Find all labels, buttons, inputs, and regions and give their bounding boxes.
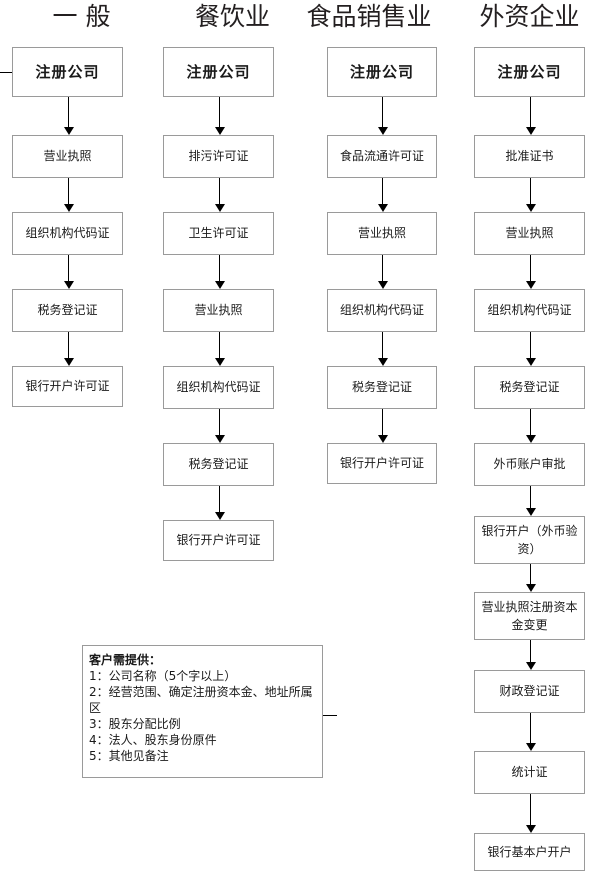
arrowhead-4-5 (526, 435, 536, 443)
notes-line-4: 4：法人、股东身份原件 (89, 733, 217, 747)
arrowhead-3-4 (378, 358, 388, 366)
arrowhead-1-4 (64, 358, 74, 366)
notes-line-5: 5：其他见备注 (89, 749, 169, 763)
arrowhead-3-3 (378, 281, 388, 289)
node-2-4[interactable]: 营业执照 (163, 289, 274, 332)
notes-line-1: 1：公司名称（5个字以上） (89, 669, 237, 683)
arrowhead-3-5 (378, 435, 388, 443)
column-heading-4: 外资企业 (479, 2, 580, 31)
connector-2-1 (219, 97, 220, 129)
arrowhead-1-1 (64, 127, 74, 135)
connector-4-4 (530, 332, 531, 360)
connector-3-3 (382, 255, 383, 283)
connector-2-6 (219, 486, 220, 514)
arrowhead-4-8 (526, 662, 536, 670)
connector-1-2 (68, 178, 69, 206)
node-3-1[interactable]: 注册公司 (327, 47, 437, 97)
node-1-5[interactable]: 银行开户许可证 (12, 366, 123, 407)
connector-4-5 (530, 409, 531, 437)
connector-2-3 (219, 255, 220, 283)
arrowhead-4-6 (526, 508, 536, 516)
connector-3-2 (382, 178, 383, 206)
notes-title: 客户需提供： (89, 653, 162, 667)
node-2-7[interactable]: 银行开户许可证 (163, 520, 274, 561)
connector-4-1 (530, 97, 531, 129)
node-4-6[interactable]: 外币账户审批 (474, 443, 585, 486)
node-4-9[interactable]: 财政登记证 (474, 670, 585, 713)
node-3-6[interactable]: 银行开户许可证 (327, 443, 437, 484)
connector-1-4 (68, 332, 69, 360)
node-3-5[interactable]: 税务登记证 (327, 366, 437, 409)
connector-3-5 (382, 409, 383, 437)
arrowhead-3-1 (378, 127, 388, 135)
node-2-5[interactable]: 组织机构代码证 (163, 366, 274, 409)
arrowhead-4-7 (526, 584, 536, 592)
node-2-1[interactable]: 注册公司 (163, 47, 274, 97)
connector-2-2 (219, 178, 220, 206)
connector-1-1 (68, 97, 69, 129)
node-1-3[interactable]: 组织机构代码证 (12, 212, 123, 255)
node-4-3[interactable]: 营业执照 (474, 212, 585, 255)
node-4-5[interactable]: 税务登记证 (474, 366, 585, 409)
arrowhead-4-10 (526, 825, 536, 833)
arrowhead-2-1 (215, 127, 225, 135)
notes-line-3: 3：股东分配比例 (89, 717, 181, 731)
node-2-3[interactable]: 卫生许可证 (163, 212, 274, 255)
connector-2-4 (219, 332, 220, 360)
node-4-8[interactable]: 营业执照注册资本金变更 (474, 592, 585, 640)
arrowhead-1-3 (64, 281, 74, 289)
connector-3-1 (382, 97, 383, 129)
connector-4-3 (530, 255, 531, 283)
arrowhead-4-1 (526, 127, 536, 135)
notes-line-2: 2：经营范围、确定注册资本金、地址所属区 (89, 685, 313, 715)
arrowhead-2-6 (215, 512, 225, 520)
notes-connector-stub (323, 715, 337, 716)
node-3-2[interactable]: 食品流通许可证 (327, 135, 437, 178)
arrowhead-1-2 (64, 204, 74, 212)
arrowhead-2-2 (215, 204, 225, 212)
node-4-10[interactable]: 统计证 (474, 751, 585, 794)
column-heading-3: 食品销售业 (306, 2, 432, 31)
connector-4-7 (530, 564, 531, 586)
notes-panel: 客户需提供： 1：公司名称（5个字以上） 2：经营范围、确定注册资本金、地址所属区 3… (82, 645, 323, 778)
connector-4-8 (530, 640, 531, 664)
node-4-4[interactable]: 组织机构代码证 (474, 289, 585, 332)
node-1-1[interactable]: 注册公司 (12, 47, 123, 97)
node-4-2[interactable]: 批准证书 (474, 135, 585, 178)
arrowhead-2-5 (215, 435, 225, 443)
entry-connector-stub (0, 72, 12, 73)
arrowhead-4-9 (526, 743, 536, 751)
node-3-4[interactable]: 组织机构代码证 (327, 289, 437, 332)
connector-3-4 (382, 332, 383, 360)
node-1-2[interactable]: 营业执照 (12, 135, 123, 178)
node-1-4[interactable]: 税务登记证 (12, 289, 123, 332)
arrowhead-4-4 (526, 358, 536, 366)
connector-4-10 (530, 794, 531, 827)
connector-1-3 (68, 255, 69, 283)
arrowhead-4-2 (526, 204, 536, 212)
column-heading-2: 餐饮业 (194, 2, 270, 31)
arrowhead-3-2 (378, 204, 388, 212)
connector-4-6 (530, 486, 531, 510)
node-4-11[interactable]: 银行基本户开户 (474, 833, 585, 871)
node-2-2[interactable]: 排污许可证 (163, 135, 274, 178)
arrowhead-4-3 (526, 281, 536, 289)
node-2-6[interactable]: 税务登记证 (163, 443, 274, 486)
arrowhead-2-4 (215, 358, 225, 366)
connector-2-5 (219, 409, 220, 437)
connector-4-2 (530, 178, 531, 206)
arrowhead-2-3 (215, 281, 225, 289)
column-heading-1: 一 般 (52, 2, 111, 31)
node-4-1[interactable]: 注册公司 (474, 47, 585, 97)
node-4-7[interactable]: 银行开户（外币验资） (474, 516, 585, 564)
node-3-3[interactable]: 营业执照 (327, 212, 437, 255)
connector-4-9 (530, 713, 531, 745)
